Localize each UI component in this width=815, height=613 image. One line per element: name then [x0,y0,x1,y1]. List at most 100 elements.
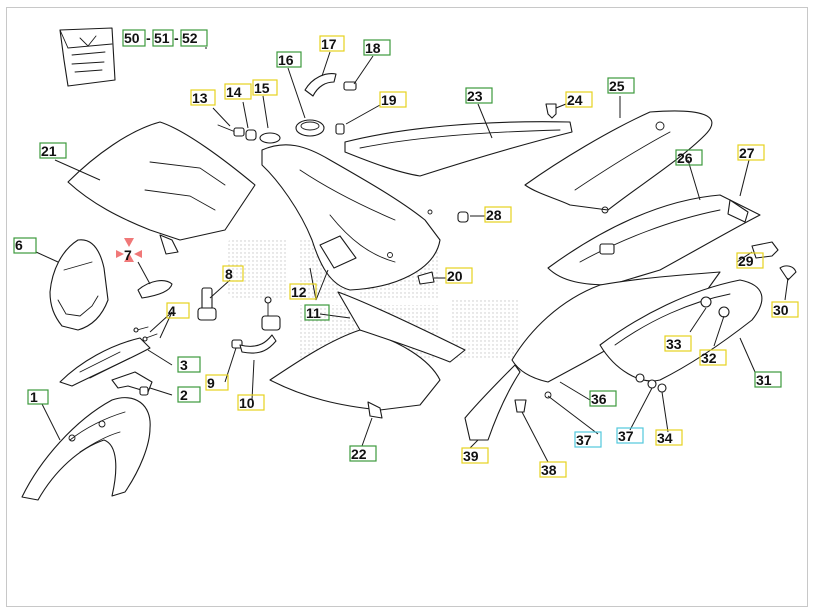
callout-39-box [461,447,489,464]
mud-flap-part [464,364,521,441]
callout-51-label: 51 [154,30,170,46]
callout-31[interactable]: 31 [754,371,782,388]
callout-33[interactable]: 33 [664,335,692,352]
callout-9[interactable]: 9 [205,374,229,391]
callout-52[interactable]: 52 [180,29,208,47]
callout-38-label: 38 [541,462,557,478]
callout-2-label: 2 [180,387,188,403]
number-plate-part [49,239,109,331]
callout-24-label: 24 [567,92,583,108]
callout-31-box [754,371,782,388]
callout-20-box [445,267,473,284]
callout-37-b-box [616,427,644,444]
callout-36-box [589,390,617,407]
callout-21-label: 21 [41,143,57,159]
callout-25[interactable]: 25 [607,77,635,94]
warning-triangles [116,238,142,262]
callout-36[interactable]: 36 [589,390,617,407]
callout-34[interactable]: 34 [655,429,683,446]
callout-20[interactable]: 20 [445,267,473,284]
callout-9-label: 9 [207,375,215,391]
callout-3[interactable]: 3 [177,356,201,373]
callout-11-box [304,304,330,321]
callout-17[interactable]: 17 [319,35,345,52]
bracket-part [111,371,153,396]
callout-15[interactable]: 15 [252,79,278,96]
strap-part [137,280,173,299]
callout-6-label: 6 [15,237,23,253]
callout-16-label: 16 [278,52,294,68]
callout-29[interactable]: 29 [736,252,764,269]
callout-15-box [252,79,278,96]
callout-27[interactable]: 27 [737,144,765,161]
callout-22-label: 22 [351,446,367,462]
callout-1-label: 1 [30,389,38,405]
callout-10[interactable]: 10 [237,394,265,411]
callout-1[interactable]: 1 [27,389,49,405]
callout-8[interactable]: 8 [222,265,244,282]
callout-28-label: 28 [486,207,502,223]
leader-lines [35,47,789,463]
callout-6-box [13,237,37,254]
callout-22-box [349,445,377,462]
callout-37-a-label: 37 [576,432,592,448]
radiator-scoop-left-part [67,121,256,255]
callout-19-box [379,91,407,108]
tank-fittings-part [217,124,281,144]
sticker-kit-part [59,27,116,87]
callout-13-label: 13 [192,90,208,106]
callout-32-box [699,349,727,366]
callout-16[interactable]: 16 [276,51,302,68]
callout-21[interactable]: 21 [39,142,67,159]
separator-dash-1: - [146,30,151,46]
callout-23-box [465,87,493,104]
callout-10-box [237,394,265,411]
callout-39[interactable]: 39 [461,447,489,464]
callout-25-label: 25 [609,78,625,94]
callout-4[interactable]: 4 [166,302,190,319]
callout-30-box [771,301,799,318]
callout-50[interactable]: 50 [122,29,146,47]
callout-18[interactable]: 18 [363,39,391,56]
callout-2[interactable]: 2 [177,386,201,403]
callout-20-label: 20 [447,268,463,284]
fuel-tap-part [197,287,281,354]
callout-18-label: 18 [365,40,381,56]
callout-27-box [737,144,765,161]
callout-14[interactable]: 14 [224,83,252,100]
callout-28[interactable]: 28 [484,206,512,223]
callout-7-label: 7 [124,247,132,263]
callout-32[interactable]: 32 [699,349,727,366]
callout-31-label: 31 [756,372,772,388]
seat-screw-part [545,103,557,119]
callout-13-box [190,89,216,106]
callout-12-box [289,283,317,300]
callout-2-box [177,386,201,403]
callout-29-label: 29 [738,253,754,269]
callout-32-label: 32 [701,350,717,366]
callout-11[interactable]: 11 [304,304,330,321]
callouts: 50 - 51 - 52 1 2 3 4 6 [13,29,799,478]
callout-30[interactable]: 30 [771,301,799,318]
callout-23[interactable]: 23 [465,87,493,104]
callout-23-label: 23 [467,88,483,104]
callout-34-box [655,429,683,446]
callout-51[interactable]: 51 [152,29,174,47]
callout-37-b[interactable]: 37 [616,427,644,444]
callout-14-label: 14 [226,84,242,100]
callout-13[interactable]: 13 [190,89,216,106]
callout-29-box [736,252,764,269]
radiator-scoop-right-part [269,291,466,419]
callout-37-a[interactable]: 37 [574,431,602,448]
callout-15-label: 15 [254,80,270,96]
callout-7[interactable]: 7 [116,238,142,263]
callout-9-box [205,374,229,391]
callout-12[interactable]: 12 [289,283,317,300]
callout-19[interactable]: 19 [379,91,407,108]
callout-26[interactable]: 26 [675,149,703,166]
callout-24[interactable]: 24 [565,91,593,108]
rear-fender-part [547,194,761,286]
callout-6[interactable]: 6 [13,237,37,254]
callout-22[interactable]: 22 [349,445,377,462]
callout-38[interactable]: 38 [539,461,567,478]
